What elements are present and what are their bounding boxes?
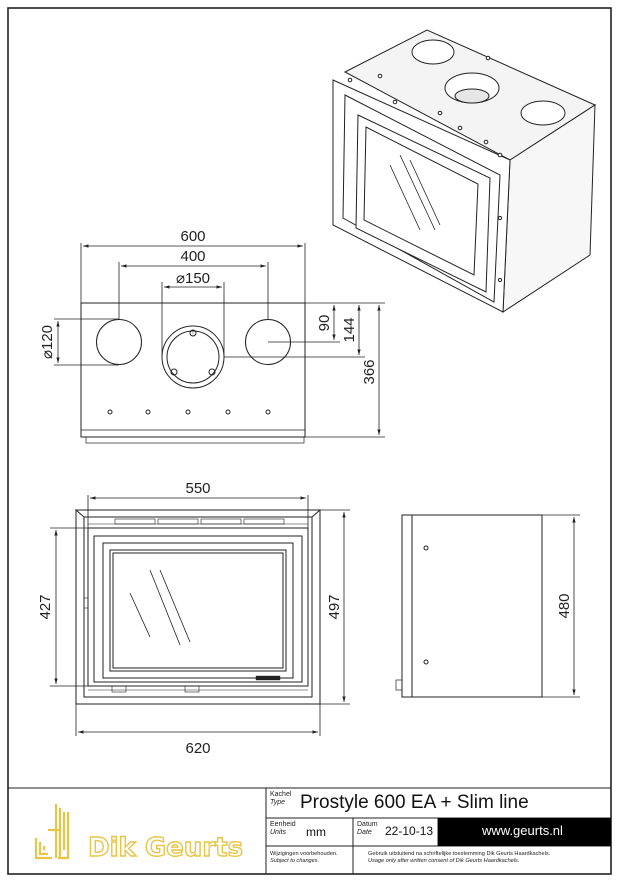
type-label-en: Type [270,799,286,806]
isometric-view [332,29,597,313]
dim-427: 427 [37,594,54,619]
side-view-dimensions [542,514,580,698]
changes-note-nl: Wijzigingen voorbehouden. [270,851,338,857]
side-view [395,514,543,698]
dim-550: 550 [185,480,210,497]
front-view-dimensions [50,495,350,736]
unit-label-nl: Eenheid [270,821,296,828]
dim-90: 90 [316,315,333,332]
dim-diameter-150: ⌀150 [176,270,210,287]
website-box [438,818,611,846]
website-link: www.geurts.nl [482,823,563,838]
dim-diameter-120: ⌀120 [39,325,56,359]
dim-600: 600 [180,228,205,245]
date-label: Datum Date [357,821,378,837]
type-label-nl: Kachel [270,791,292,798]
top-view [80,302,306,444]
top-view-dimensions [54,243,385,438]
dim-497: 497 [326,594,343,619]
usage-note-en: Usage only after written consent of Dik … [368,857,520,864]
title-block [8,787,611,874]
unit-value: mm [306,825,326,839]
dimension-labels: 600 400 ⌀150 ⌀120 90 144 366 550 427 497… [37,228,573,757]
sheet-border [7,7,612,875]
dik-geurts-logo [34,804,70,860]
date-label-nl: Datum [357,821,378,828]
logo-text: Dik Geurts [88,833,243,863]
date-label-en: Date [357,829,372,836]
dim-400: 400 [180,248,205,265]
dim-144: 144 [341,317,358,342]
dim-480: 480 [556,593,573,618]
front-view [74,509,322,705]
type-label: Kachel Type [270,791,291,807]
unit-label: Eenheid Units [270,821,296,837]
date-value: 22-10-13 [385,824,434,838]
changes-note-en: Subject to changes. [270,857,320,864]
unit-label-en: Units [270,829,286,836]
product-title: Prostyle 600 EA + Slim line [300,792,529,813]
usage-note: Gebruik uitsluitend na schriftelijke toe… [368,851,550,864]
dim-620: 620 [185,740,210,757]
changes-note: Wijzigingen voorbehouden. Subject to cha… [270,851,337,864]
dim-366: 366 [361,359,378,384]
usage-note-nl: Gebruik uitsluitend na schriftelijke toe… [368,851,551,857]
